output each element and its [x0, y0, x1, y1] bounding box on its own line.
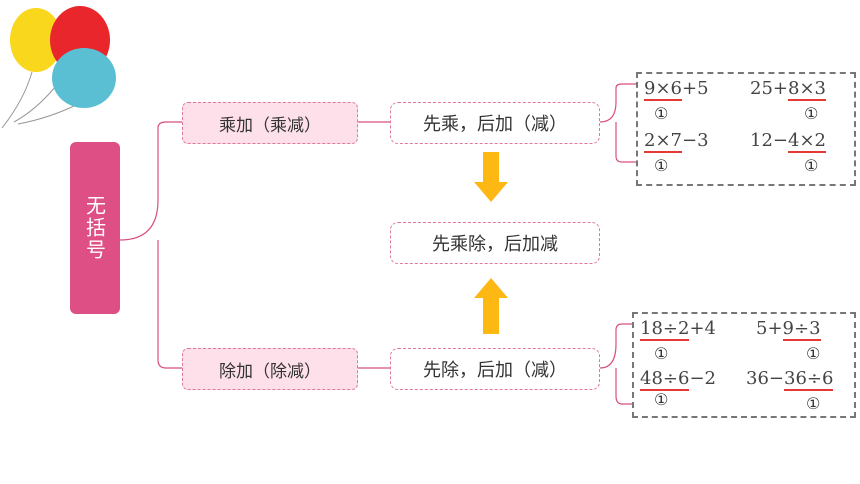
underlined-step: 8×3 [788, 78, 826, 101]
branch-label: 除加（除减） [219, 361, 321, 382]
example-expression: 25+8×3 [750, 78, 826, 101]
branch-divide-add: 除加（除减） [182, 348, 358, 390]
yellow-balloon [10, 8, 62, 72]
root-node-no-brackets: 无括号 [70, 142, 120, 314]
remaining-step: +4 [689, 318, 716, 339]
branch-label: 乘加（乘减） [219, 115, 321, 136]
rule-label: 先乘，后加（减） [423, 114, 567, 135]
example-expression: 12−4×2 [750, 130, 826, 153]
step-marker: ① [806, 344, 821, 363]
rule-divide-first: 先除，后加（减） [390, 348, 600, 390]
root-label: 无括号 [82, 195, 107, 261]
rule-multiply-first: 先乘，后加（减） [390, 102, 600, 144]
summary-rule: 先乘除，后加减 [390, 222, 600, 264]
remaining-step: 25+ [750, 78, 788, 99]
remaining-step: −3 [682, 130, 709, 151]
underlined-step: 9×6 [644, 78, 682, 101]
remaining-step: 12− [750, 130, 788, 151]
remaining-step: 5+ [756, 318, 783, 339]
remaining-step: −2 [689, 368, 716, 389]
remaining-step: 36− [746, 368, 784, 389]
example-expression: 5+9÷3 [756, 318, 821, 341]
underlined-step: 2×7 [644, 130, 682, 153]
example-expression: 18÷2+4 [640, 318, 716, 341]
example-expression: 2×7−3 [644, 130, 709, 153]
rule-label: 先除，后加（减） [423, 360, 567, 381]
branch-multiply-add: 乘加（乘减） [182, 102, 358, 144]
underlined-step: 48÷6 [640, 368, 690, 391]
example-expression: 48÷6−2 [640, 368, 716, 391]
down-arrow-icon [474, 152, 508, 202]
example-expression: 36−36÷6 [746, 368, 834, 391]
step-marker: ① [806, 394, 821, 413]
step-marker: ① [804, 156, 819, 175]
example-expression: 9×6+5 [644, 78, 709, 101]
tree-connectors [119, 83, 636, 405]
step-marker: ① [654, 390, 669, 409]
step-marker: ① [654, 104, 669, 123]
remaining-step: +5 [682, 78, 709, 99]
step-marker: ① [804, 104, 819, 123]
step-marker: ① [654, 344, 669, 363]
examples-multiply: 9×6+5 ① 25+8×3 ① 2×7−3 ① 12−4×2 ① [636, 72, 856, 186]
underlined-step: 9÷3 [782, 318, 821, 341]
underlined-step: 18÷2 [640, 318, 690, 341]
blue-balloon [52, 48, 116, 108]
underlined-step: 4×2 [788, 130, 826, 153]
examples-divide: 18÷2+4 ① 5+9÷3 ① 48÷6−2 ① 36−36÷6 ① [632, 312, 856, 418]
step-marker: ① [654, 156, 669, 175]
summary-label: 先乘除，后加减 [432, 234, 558, 255]
up-arrow-icon [474, 278, 508, 334]
underlined-step: 36÷6 [784, 368, 834, 391]
